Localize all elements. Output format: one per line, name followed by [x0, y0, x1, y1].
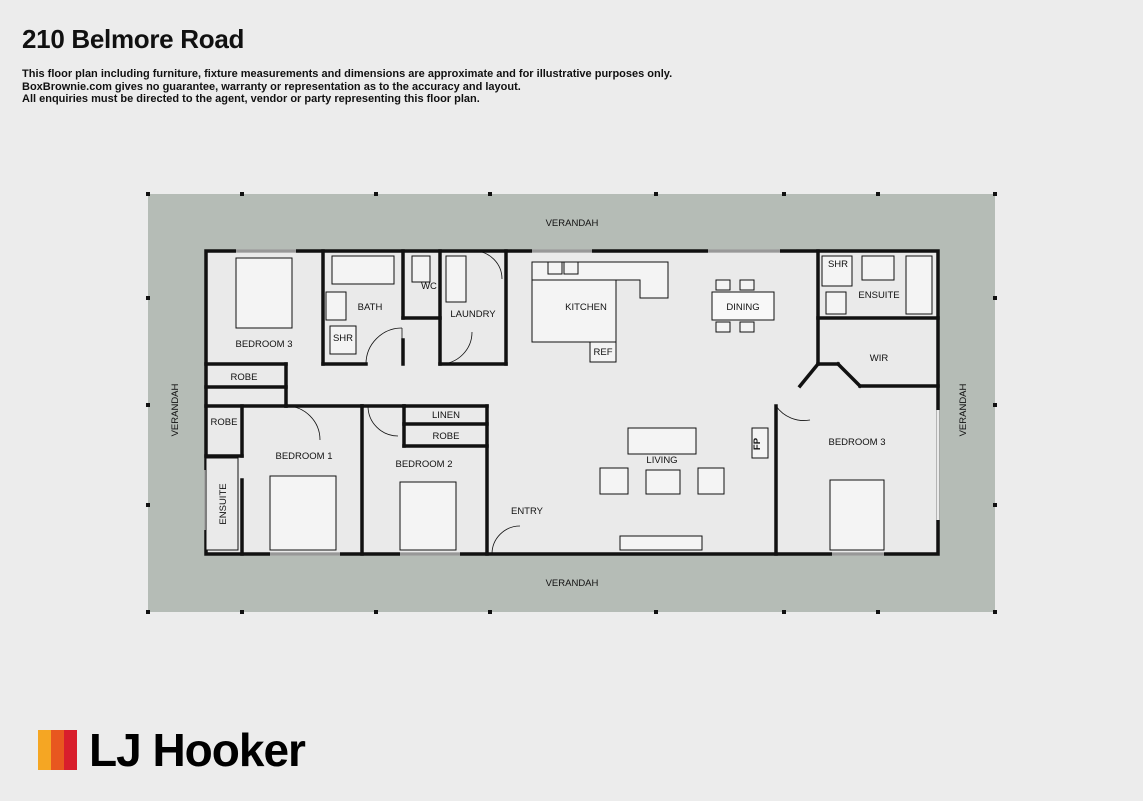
- label-fp: FP: [752, 437, 763, 450]
- disclaimer-line-2: BoxBrownie.com gives no guarantee, warra…: [22, 80, 521, 93]
- label-bedroom2: BEDROOM 2: [395, 459, 452, 470]
- label-ref: REF: [594, 347, 613, 358]
- label-robe-top: ROBE: [231, 372, 258, 383]
- label-wc: WC: [421, 281, 437, 292]
- room-labels: VERANDAH VERANDAH VERANDAH VERANDAH BEDR…: [170, 218, 969, 589]
- label-ensuite-right: ENSUITE: [858, 290, 899, 301]
- label-kitchen: KITCHEN: [565, 302, 607, 313]
- label-verandah-bottom: VERANDAH: [546, 578, 599, 589]
- label-verandah-top: VERANDAH: [546, 218, 599, 229]
- label-verandah-right: VERANDAH: [958, 383, 969, 436]
- label-shr-ensuite: SHR: [828, 259, 848, 270]
- label-linen: LINEN: [432, 410, 460, 421]
- brand-logo: LJ Hooker: [38, 724, 306, 776]
- label-verandah-left: VERANDAH: [170, 383, 181, 436]
- walls: [204, 249, 940, 556]
- verandah-posts: [146, 192, 997, 614]
- label-dining: DINING: [726, 302, 759, 313]
- kitchen-fixtures: [205, 255, 933, 551]
- page-title: 210 Belmore Road: [22, 24, 245, 54]
- label-robe-bed2: ROBE: [433, 431, 460, 442]
- logo-bars-icon: [38, 730, 77, 770]
- disclaimer-line-3: All enquiries must be directed to the ag…: [22, 93, 480, 105]
- fridge-box: [589, 341, 617, 363]
- label-wir: WIR: [870, 353, 889, 364]
- door-swings: [285, 250, 811, 555]
- disclaimer: This floor plan including furniture, fix…: [22, 68, 672, 106]
- label-ensuite-left: ENSUITE: [218, 483, 229, 524]
- brand-name: LJ Hooker: [89, 724, 306, 776]
- label-bedroom3-right: BEDROOM 3: [828, 437, 885, 448]
- label-entry: ENTRY: [511, 506, 544, 517]
- label-shr-bath: SHR: [333, 333, 353, 344]
- label-living: LIVING: [646, 455, 677, 466]
- label-bedroom1: BEDROOM 1: [275, 451, 332, 462]
- disclaimer-line-1: This floor plan including furniture, fix…: [22, 68, 673, 80]
- label-bath: BATH: [358, 302, 383, 313]
- window-lines: [236, 250, 884, 555]
- label-bedroom3-left: BEDROOM 3: [235, 339, 292, 350]
- label-robe-left: ROBE: [211, 417, 238, 428]
- label-laundry: LAUNDRY: [450, 309, 496, 320]
